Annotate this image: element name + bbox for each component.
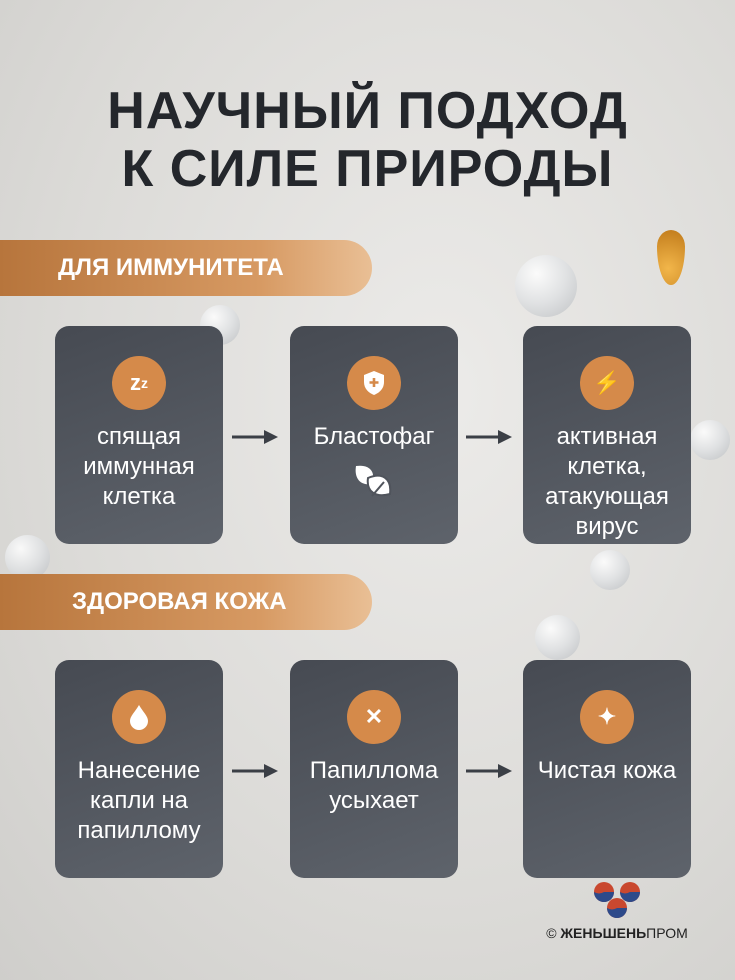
section-banner-immunity: ДЛЯ ИММУНИТЕТА: [0, 240, 372, 296]
leaves-icon: [290, 462, 458, 507]
brand-emblem-icon: [594, 882, 640, 918]
step-text: Бластофаг: [313, 423, 435, 450]
drop-icon: [112, 690, 166, 744]
brand-name-bold: ЖЕНЬШЕНЬ: [560, 925, 647, 941]
step-text: Чистая кожа: [537, 757, 677, 784]
oil-drop-icon: [657, 230, 685, 285]
molecule-decor: [515, 255, 577, 317]
step-text: Папиллома усыхает: [309, 757, 439, 814]
lightning-icon: ⚡: [580, 356, 634, 410]
title-line-2: К СИЛЕ ПРИРОДЫ: [121, 140, 614, 198]
step-card: ✦ Чистая кожа: [523, 660, 691, 878]
step-text: активная клетка, атакующая вирус: [545, 423, 669, 540]
copyright-mark: ©: [546, 925, 557, 941]
step-card: Нанесение капли на папиллому: [55, 660, 223, 878]
step-card: ✕ Папиллома усыхает: [290, 660, 458, 878]
page-title: НАУЧНЫЙ ПОДХОД К СИЛЕ ПРИРОДЫ: [0, 82, 735, 198]
molecule-decor: [590, 550, 630, 590]
arrow-right-icon: [466, 764, 512, 778]
molecule-decor: [5, 535, 50, 580]
arrow-right-icon: [232, 764, 278, 778]
brand-logo: © ЖЕНЬШЕНЬПРОМ: [532, 880, 702, 941]
step-card: Бластофаг: [290, 326, 458, 544]
step-card: ⚡ активная клетка, атакующая вирус: [523, 326, 691, 544]
step-text: Нанесение капли на папиллому: [77, 757, 201, 844]
section-banner-skin: ЗДОРОВАЯ КОЖА: [0, 574, 372, 630]
shield-plus-icon: [347, 356, 401, 410]
title-line-1: НАУЧНЫЙ ПОДХОД: [107, 82, 628, 140]
molecule-decor: [690, 420, 730, 460]
step-text: спящая иммунная клетка: [83, 423, 195, 510]
sparkle-icon: ✦: [580, 690, 634, 744]
cross-icon: ✕: [347, 690, 401, 744]
arrow-right-icon: [466, 430, 512, 444]
molecule-decor: [535, 615, 580, 660]
brand-name-light: ПРОМ: [646, 925, 688, 941]
arrow-right-icon: [232, 430, 278, 444]
